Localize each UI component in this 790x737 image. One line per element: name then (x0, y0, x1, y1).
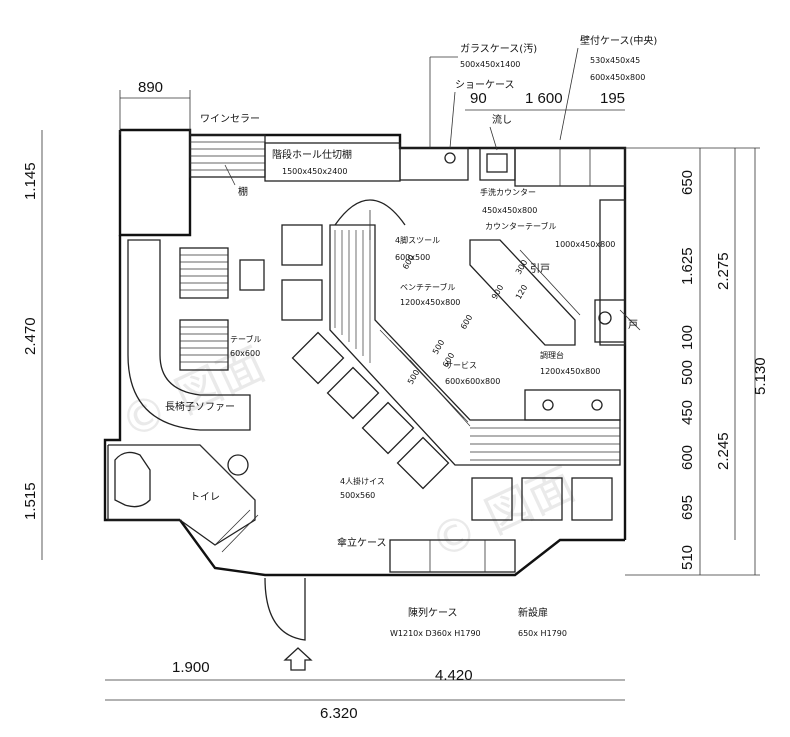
label-door-a: 引戸 (530, 263, 550, 275)
label-main-table-size: 60x600 (230, 349, 260, 358)
label-wall-case: 壁付ケース(中央) (580, 34, 657, 47)
dim-bottom-left: 1.900 (172, 659, 210, 676)
stools (291, 331, 613, 521)
dim-top-mid2: 1 600 (525, 90, 563, 107)
dim-top-left: 890 (138, 79, 163, 96)
central-counter (329, 199, 621, 466)
label-four-chairs: 4人掛けイス (340, 476, 385, 486)
dim-right-g: 695 (679, 495, 696, 520)
dim-left-lower: 1.515 (22, 482, 39, 520)
label-display-case: 陳列ケース (408, 606, 458, 619)
left-seating (127, 224, 323, 431)
label-main-table: テーブル (230, 334, 262, 344)
label-entrance-case: 傘立ケース (337, 536, 387, 549)
label-new-door: 新設扉 (518, 606, 548, 619)
dim-top-right: 195 (600, 90, 625, 107)
dim-right-total: 5.130 (752, 357, 769, 395)
label-seat-table-size: 1200x450x800 (400, 298, 460, 307)
label-prep-size: 1200x450x800 (540, 367, 600, 376)
label-hand-wash: 手洗カウンター (480, 187, 536, 197)
dim-right-e: 450 (679, 400, 696, 425)
right-cabinets (594, 199, 641, 346)
label-side-chair: 4脚スツール (395, 235, 440, 245)
label-door-b: 戸 (628, 319, 638, 331)
dim-right-total2: 2.245 (715, 432, 732, 470)
label-four-chairs-size: 500x560 (340, 491, 375, 500)
label-toilet: トイレ (190, 492, 220, 503)
dim-right-b: 1.625 (679, 247, 696, 285)
dim-right-h: 510 (679, 545, 696, 570)
label-hall-shelf: 階段ホール仕切棚 (272, 148, 352, 161)
label-service-size: 600x600x800 (445, 377, 500, 386)
watermark-text: © 図面 (422, 457, 583, 570)
label-showcase: ショーケース (455, 79, 515, 91)
dim-bottom-right: 4.420 (435, 667, 473, 684)
label-seat-table: ベンチテーブル (400, 282, 456, 292)
label-prep: 調理台 (540, 350, 564, 360)
label-display-case-size: W1210x D360x H1790 (390, 629, 481, 638)
toilet-room (107, 444, 259, 553)
dim-top-mid: 90 (470, 90, 487, 107)
leader-lines (224, 47, 579, 186)
label-side-chair-size: 600x500 (395, 253, 430, 262)
label-hall-shelf-size: 1500x450x2400 (282, 167, 347, 176)
label-counter-table-size: 1000x450x800 (555, 240, 615, 249)
label-counter-table: カウンターテーブル (485, 221, 557, 231)
dim-counter-b: 500 (431, 338, 446, 356)
labels: ガラスケース(汚) 500x450x1400 壁付ケース(中央) 530x450… (165, 34, 657, 638)
dim-left-upper: 1.145 (22, 162, 39, 200)
dim-left-mid: 2.470 (22, 317, 39, 355)
label-wall-case-size2: 600x450x800 (590, 73, 645, 82)
label-hand-wash-size: 450x450x800 (482, 206, 537, 215)
top-counter-area (189, 134, 626, 187)
dim-counter-e: 900 (490, 283, 505, 301)
dimension-lines (41, 90, 760, 701)
label-sink: 流し (492, 113, 512, 126)
label-new-door-size: 650x H1790 (518, 629, 567, 638)
label-shelf: 棚 (238, 185, 248, 198)
dim-bottom-total: 6.320 (320, 705, 358, 722)
entrance-area (264, 539, 516, 671)
dim-right-c: 100 (679, 325, 696, 350)
dim-counter-g: 120 (514, 283, 529, 301)
dim-right-a: 650 (679, 170, 696, 195)
dim-right-f: 600 (679, 445, 696, 470)
label-glass-case-size: 500x450x1400 (460, 60, 520, 69)
label-sofa: 長椅子ソファー (165, 400, 235, 413)
label-wall-case-size: 530x450x45 (590, 56, 640, 65)
dim-right-d: 500 (679, 360, 696, 385)
label-glass-case: ガラスケース(汚) (460, 42, 537, 55)
dim-counter-a: 600 (459, 313, 474, 331)
label-service: サービス (445, 361, 477, 370)
label-wall-shelf: ワインセラー (200, 113, 260, 125)
dim-counter-f: 300 (514, 258, 529, 276)
dim-right-total1: 2.275 (715, 252, 732, 290)
